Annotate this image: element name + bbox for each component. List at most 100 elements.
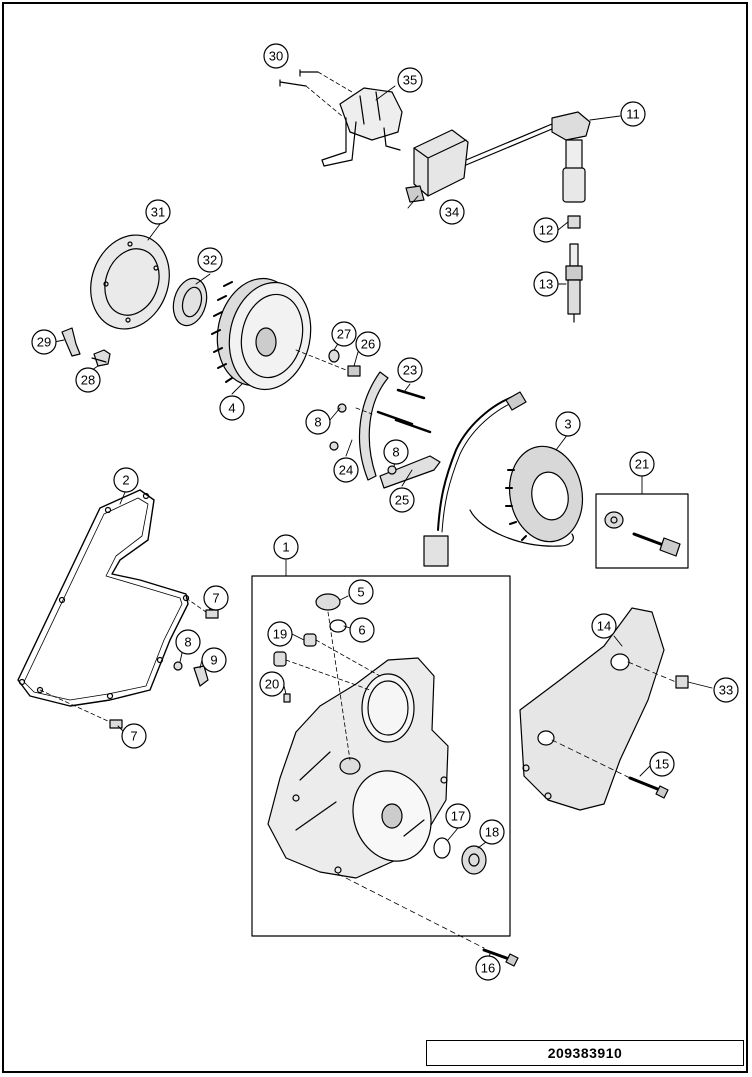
callout-33: 33 [713, 677, 739, 703]
callout-circle [121, 723, 147, 749]
callout-9: 9 [201, 647, 227, 673]
callout-12: 12 [533, 217, 559, 243]
callout-1: 1 [273, 534, 299, 560]
cover-group-box [251, 575, 511, 937]
washer-8c [387, 465, 397, 475]
bolt-28-part [91, 349, 111, 367]
oring-17-part [433, 837, 451, 859]
rotor-nut-part [295, 349, 361, 377]
callout-2: 2 [113, 467, 139, 493]
callout-circle [333, 457, 359, 483]
callout-17: 17 [445, 803, 471, 829]
callout-number: 8 [314, 415, 321, 430]
dowel-20-part [283, 693, 291, 703]
callout-circle [713, 677, 739, 703]
callout-circle [219, 395, 245, 421]
bolt-16-part [337, 873, 519, 967]
callout-6: 6 [349, 617, 375, 643]
callout-circle [591, 613, 617, 639]
callout-number: 4 [228, 401, 235, 416]
callout-28: 28 [75, 367, 101, 393]
callout-8a: 8 [305, 409, 331, 435]
callout-circle [533, 217, 559, 243]
callout-circle [263, 43, 289, 69]
callout-number: 6 [358, 623, 365, 638]
callout-29: 29 [31, 329, 57, 355]
callout-circle [445, 803, 471, 829]
seal-18-part [461, 845, 487, 875]
callout-number: 8 [184, 635, 191, 650]
callout-circle [331, 321, 357, 347]
callout-number: 20 [265, 677, 279, 692]
callout-number: 27 [337, 327, 351, 342]
callout-number: 29 [37, 335, 51, 350]
document-number-box: 209383910 [426, 1040, 744, 1066]
callout-circle [197, 247, 223, 273]
plug-5-part [315, 593, 351, 761]
callout-circle [273, 534, 299, 560]
cover-plate-part [90, 234, 170, 330]
callout-circle [439, 199, 465, 225]
callout-circle [145, 199, 171, 225]
bolt-15-part [551, 739, 669, 799]
callout-circle [397, 357, 423, 383]
stator-part [423, 391, 584, 567]
callout-circle [629, 451, 655, 477]
callout-number: 30 [269, 49, 283, 64]
callout-number: 14 [597, 619, 611, 634]
spark-plug-part [565, 215, 583, 323]
callout-number: 28 [81, 373, 95, 388]
callout-number: 34 [445, 205, 459, 220]
bracket-29-part [61, 327, 81, 357]
callout-3: 3 [555, 411, 581, 437]
callout-number: 33 [719, 683, 733, 698]
washer-8a [337, 403, 347, 413]
callout-number: 12 [539, 223, 553, 238]
callout-13: 13 [533, 271, 559, 297]
chain-guide-25 [379, 455, 441, 489]
document-number: 209383910 [547, 1045, 623, 1061]
callout-21: 21 [629, 451, 655, 477]
callout-circle [555, 411, 581, 437]
bushing-19b-part [273, 651, 371, 691]
callout-number: 18 [485, 825, 499, 840]
callout-circle [259, 671, 285, 697]
callout-number: 26 [361, 337, 375, 352]
callout-16: 16 [475, 955, 501, 981]
callout-7a: 7 [203, 585, 229, 611]
gasket-part [17, 489, 190, 707]
callout-circle [305, 409, 331, 435]
callout-circle [397, 67, 423, 93]
callout-34: 34 [439, 199, 465, 225]
callout-24: 24 [333, 457, 359, 483]
callout-circle [203, 585, 229, 611]
flywheel-rotor-part [211, 277, 312, 391]
callout-number: 7 [130, 729, 137, 744]
callout-number: 15 [655, 757, 669, 772]
callout-14: 14 [591, 613, 617, 639]
callout-18: 18 [479, 819, 505, 845]
callout-31: 31 [145, 199, 171, 225]
callout-number: 31 [151, 205, 165, 220]
callout-number: 23 [403, 363, 417, 378]
callout-number: 21 [635, 457, 649, 472]
chain-guide-24 [358, 371, 389, 481]
dowel-7-lower [39, 689, 123, 729]
callout-circle [31, 329, 57, 355]
callout-35: 35 [397, 67, 423, 93]
callout-number: 9 [210, 653, 217, 668]
callout-circle [533, 271, 559, 297]
callout-circle [201, 647, 227, 673]
callout-circle [620, 101, 646, 127]
bolts-30 [279, 69, 353, 117]
coil-bracket-part [321, 87, 403, 167]
callout-number: 11 [626, 107, 640, 122]
ignition-cover-part [267, 657, 449, 879]
oring-6-part [329, 619, 347, 633]
callout-circle [113, 467, 139, 493]
spark-plug-lead-part [465, 111, 591, 203]
callout-circle [475, 955, 501, 981]
callout-4: 4 [219, 395, 245, 421]
sprocket-cover-part [519, 607, 665, 811]
